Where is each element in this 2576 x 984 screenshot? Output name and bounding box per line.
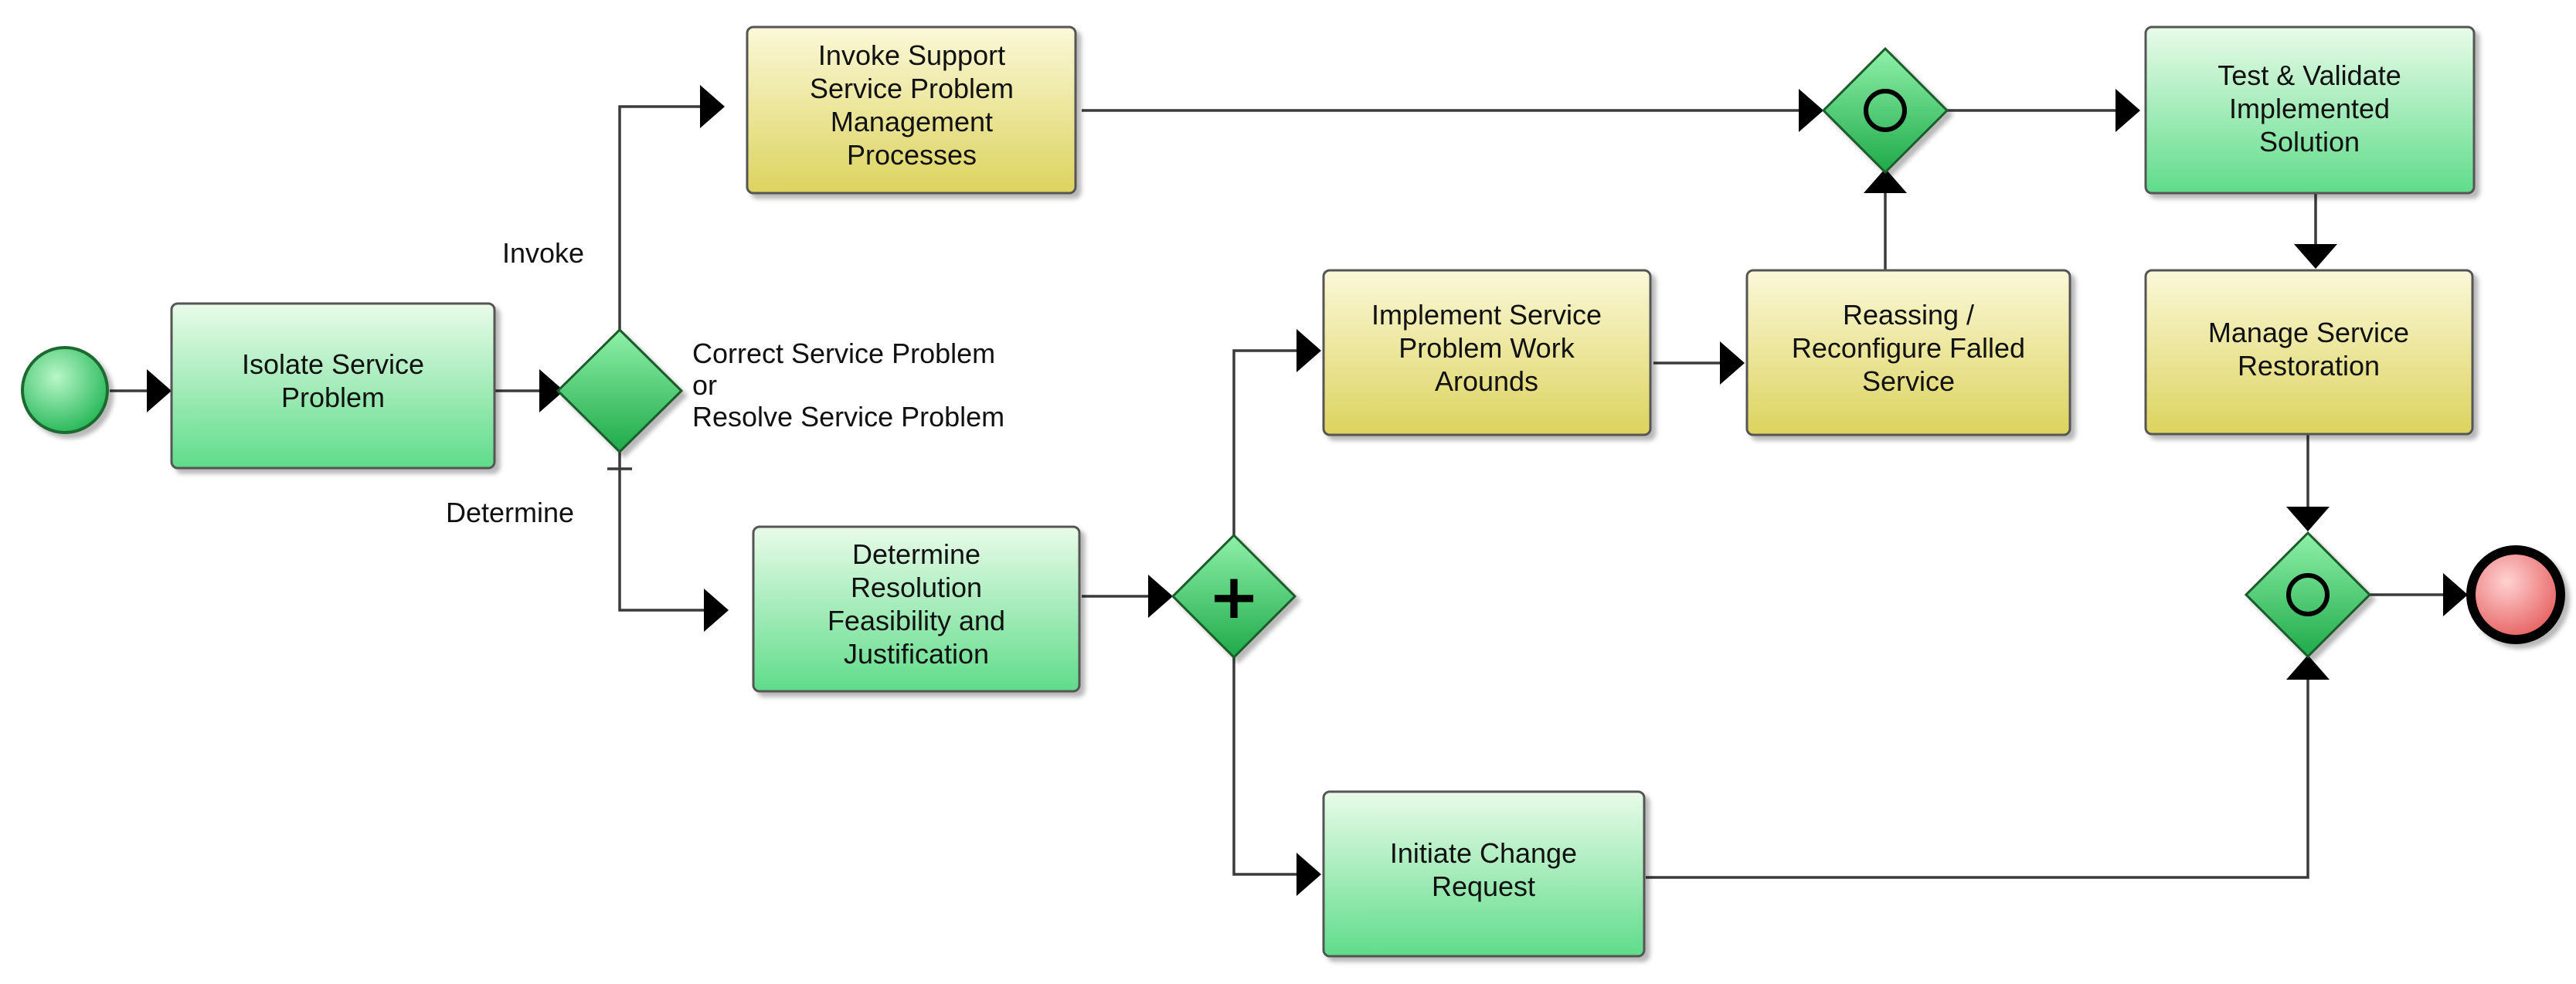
task-label: Problem Work — [1398, 332, 1575, 364]
inclusive-gateway-merge-top[interactable] — [1821, 46, 1949, 175]
flow-decision-to-invoke-support — [618, 105, 703, 330]
arrowhead — [2294, 244, 2337, 269]
task-manage-service-restoration[interactable]: Manage Service Restoration — [2144, 269, 2474, 436]
task-reassign-reconfigure[interactable]: Reassing / Reconfigure Falled Service — [1745, 269, 2071, 436]
task-label: Solution — [2259, 126, 2360, 158]
arrowhead — [2443, 573, 2468, 616]
task-label: Feasibility and — [828, 605, 1005, 636]
task-label: Service — [1862, 365, 1955, 397]
task-invoke-support-processes[interactable]: Invoke Support Service Problem Managemen… — [746, 25, 1077, 195]
task-label: Problem — [281, 382, 385, 413]
inclusive-circle-icon — [2286, 573, 2330, 616]
parallel-gateway-split[interactable]: + — [1171, 533, 1297, 660]
flow-initiate-change-to-merge-bottom — [1646, 680, 2309, 879]
task-determine-resolution-feasibility[interactable]: Determine Resolution Feasibility and Jus… — [752, 525, 1081, 693]
task-label: Test & Validate — [2217, 59, 2401, 91]
arrowhead — [700, 85, 725, 128]
task-label: Implemented — [2229, 93, 2390, 124]
start-event[interactable] — [21, 346, 109, 434]
arrowhead — [1296, 853, 1321, 896]
arrowhead — [539, 369, 564, 412]
task-label: Arounds — [1435, 365, 1538, 397]
task-isolate-service-problem[interactable]: Isolate Service Problem — [170, 302, 496, 470]
task-label: Implement Service — [1371, 299, 1602, 331]
arrowhead — [1799, 89, 1823, 132]
edge-label-determine: Determine — [446, 497, 574, 528]
task-label: Service Problem — [810, 73, 1014, 104]
task-test-validate-solution[interactable]: Test & Validate Implemented Solution — [2144, 25, 2476, 195]
task-label: Restoration — [2238, 350, 2380, 382]
inclusive-gateway-merge-bottom[interactable] — [2244, 531, 2372, 659]
task-label: Isolate Service — [242, 348, 424, 380]
task-label: Processes — [847, 139, 977, 171]
flow-parallel-to-initiate-change — [1232, 657, 1300, 876]
task-label: Resolution — [851, 572, 982, 603]
task-label: Reconfigure Falled — [1792, 332, 2025, 364]
inclusive-circle-icon — [1864, 89, 1907, 132]
edge-label-condition: Resolve Service Problem — [692, 401, 1004, 433]
task-initiate-change-request[interactable]: Initiate Change Request — [1322, 790, 1646, 958]
arrowhead — [147, 369, 172, 412]
exclusive-gateway-decision[interactable] — [556, 327, 684, 454]
task-label: Initiate Change — [1390, 837, 1577, 869]
task-label: Reassing / — [1843, 299, 1974, 331]
edge-label-invoke: Invoke — [502, 237, 584, 269]
end-event[interactable] — [2466, 545, 2565, 644]
task-label: Manage Service — [2208, 317, 2409, 348]
task-label: Justification — [844, 638, 989, 670]
edge-label-condition: or — [692, 369, 717, 401]
arrowhead — [1148, 575, 1173, 618]
arrowhead — [2286, 507, 2330, 531]
task-label: Management — [831, 106, 993, 137]
arrowhead — [1864, 168, 1907, 193]
task-label: Request — [1432, 870, 1535, 902]
task-label: Invoke Support — [818, 39, 1005, 71]
arrowhead — [1296, 329, 1321, 372]
task-label: Determine — [852, 538, 980, 570]
parallel-plus-icon: + — [1208, 561, 1259, 633]
task-implement-workarounds[interactable]: Implement Service Problem Work Arounds — [1322, 269, 1652, 436]
edge-label-condition: Correct Service Problem — [692, 338, 995, 369]
arrowhead — [1720, 341, 1745, 385]
flow-decision-to-determine — [618, 452, 707, 612]
arrowhead — [704, 589, 729, 632]
flow-parallel-to-implement — [1232, 349, 1300, 535]
arrowhead — [2286, 655, 2330, 680]
arrowhead — [2116, 89, 2140, 132]
